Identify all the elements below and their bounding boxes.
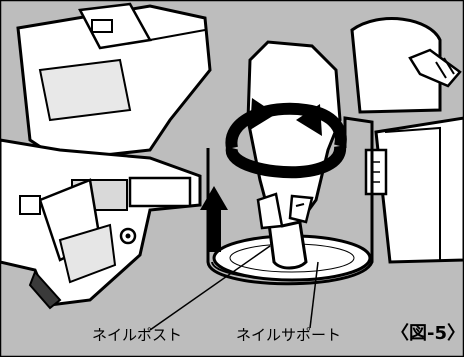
nailer-upper-body (16, 2, 212, 162)
up-arrow-icon (200, 186, 228, 252)
figure-number: 〈図-5〉 (391, 323, 464, 344)
hand-illustration (246, 40, 342, 230)
nailer-lower-body (0, 138, 202, 310)
nail-support-leader (309, 261, 319, 329)
coil-magazine (350, 17, 464, 264)
label-nail-post: ネイルポスト (92, 326, 183, 344)
nail-post-leader (149, 245, 271, 331)
rotate-arrow-icon (225, 98, 347, 179)
label-nail-support: ネイルサポート (236, 326, 342, 344)
